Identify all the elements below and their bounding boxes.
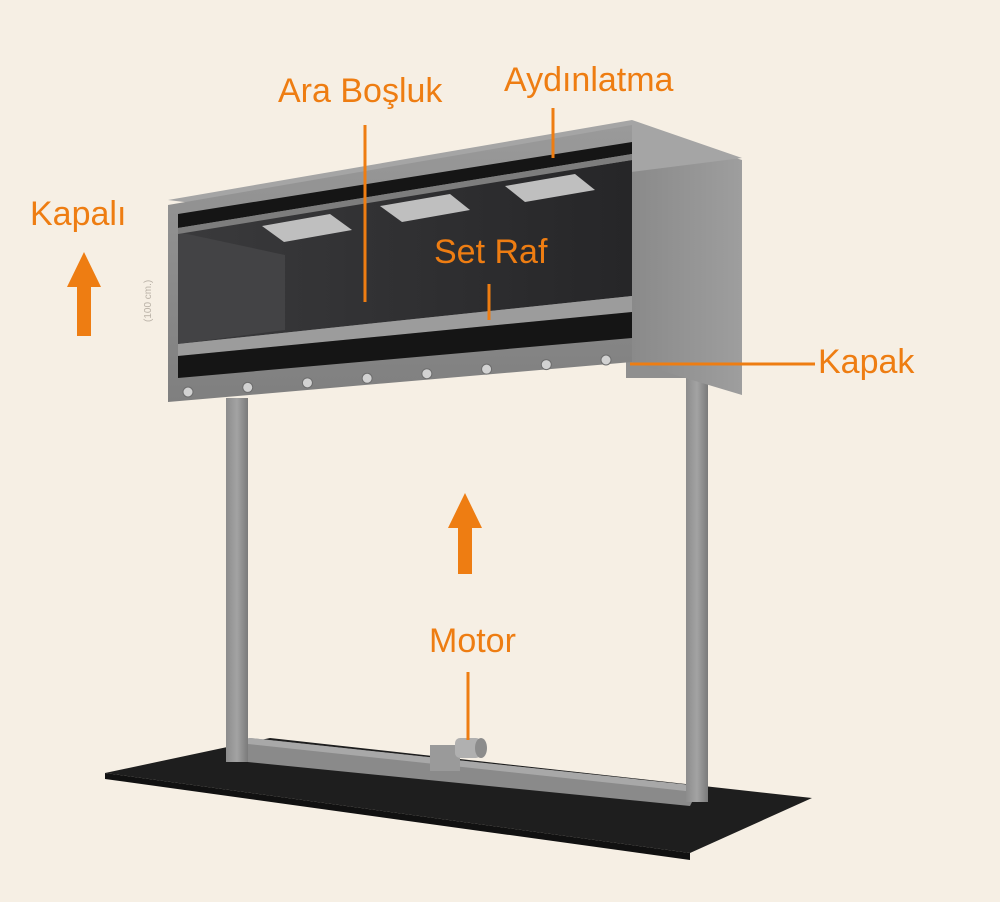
label-aydinlatma: Aydınlatma (504, 61, 674, 99)
label-kapak: Kapak (818, 343, 915, 381)
lower-slot (178, 312, 632, 378)
dimension-note: (100 cm.) (143, 279, 154, 322)
left-post (226, 398, 248, 762)
bolt-row (182, 354, 612, 398)
cabinet-cavity (178, 160, 632, 344)
floor-plate (105, 738, 812, 853)
label-ara-bosluk: Ara Boşluk (278, 72, 443, 110)
bolt (301, 377, 313, 389)
bolt (242, 381, 254, 393)
cabinet-side (632, 125, 742, 395)
cavity-left-wall (178, 232, 285, 344)
bolt (361, 372, 373, 384)
set-shelf (178, 296, 632, 356)
bottom-rail-top (230, 738, 700, 792)
bolt (421, 368, 433, 380)
leader-lines (363, 108, 815, 740)
up-arrow-icon (67, 252, 101, 336)
bolt (182, 386, 194, 398)
bolt (600, 354, 612, 366)
floor-plate-edge (105, 773, 690, 860)
bottom-rail (228, 738, 700, 806)
label-kapali: Kapalı (30, 195, 127, 233)
label-motor: Motor (429, 622, 516, 660)
bolt (481, 363, 493, 375)
label-set-raf: Set Raf (434, 233, 548, 271)
ceiling-lights (262, 174, 595, 242)
motor-unit (430, 738, 487, 771)
lighting-strip (178, 142, 632, 228)
right-post (686, 372, 708, 802)
lighting-strip-lip (178, 154, 632, 234)
up-arrow-icon (448, 493, 482, 574)
bolt (540, 359, 552, 371)
